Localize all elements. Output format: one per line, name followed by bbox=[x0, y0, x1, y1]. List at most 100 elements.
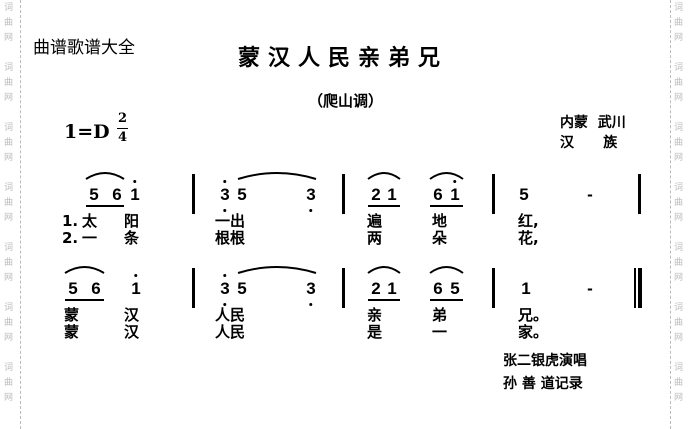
bar-line bbox=[492, 174, 495, 214]
note: 5 bbox=[237, 279, 247, 298]
site-label: 曲谱歌谱大全 bbox=[33, 38, 135, 58]
slur bbox=[237, 172, 317, 180]
watermark-char: 曲 bbox=[4, 18, 14, 28]
final-bar-line bbox=[638, 268, 642, 308]
lyric: 遍 bbox=[367, 212, 383, 230]
watermark-char: 曲 bbox=[4, 198, 14, 208]
lyric: 红, bbox=[518, 212, 539, 230]
lyric: 兄。 bbox=[518, 306, 549, 324]
lyric: 一出 bbox=[215, 212, 246, 230]
origin-ethnicity: 汉 族 bbox=[560, 135, 618, 151]
bar-line bbox=[638, 174, 641, 214]
watermark-char: 曲 bbox=[674, 318, 684, 328]
watermark-char: 词 bbox=[4, 63, 14, 73]
note: 1 bbox=[387, 185, 397, 204]
lyric: 亲 bbox=[367, 306, 383, 324]
song-title: 蒙汉人民亲弟兄 bbox=[238, 45, 449, 71]
note: 1 bbox=[450, 180, 460, 204]
watermark-char: 网 bbox=[4, 333, 14, 343]
lyric: 蒙 bbox=[64, 323, 80, 341]
eighth-beam bbox=[430, 299, 463, 301]
lyric: 一 bbox=[432, 323, 448, 341]
note: 1 bbox=[130, 180, 140, 204]
watermark-char: 曲 bbox=[674, 78, 684, 88]
lyric: 汉 bbox=[124, 323, 140, 341]
note: 3 bbox=[220, 274, 230, 306]
slur bbox=[367, 172, 401, 180]
song-subtitle: （爬山调） bbox=[308, 92, 384, 110]
watermark-char: 曲 bbox=[4, 138, 14, 148]
lyric: 地 bbox=[432, 212, 448, 230]
slur bbox=[367, 266, 401, 274]
lyric: 家。 bbox=[518, 323, 549, 341]
left-margin-line bbox=[20, 0, 21, 429]
watermark-char: 网 bbox=[4, 213, 14, 223]
note: 5 bbox=[450, 279, 460, 298]
slur bbox=[64, 266, 105, 274]
lyric: 蒙 bbox=[64, 306, 80, 324]
watermark-char: 词 bbox=[4, 363, 14, 373]
eighth-beam bbox=[430, 205, 463, 207]
lyric: 1. bbox=[62, 212, 79, 230]
lyric: 是 bbox=[367, 323, 383, 341]
watermark-char: 曲 bbox=[4, 318, 14, 328]
lyric: 人民 bbox=[215, 323, 246, 341]
bar-line bbox=[342, 174, 345, 214]
watermark-char: 网 bbox=[4, 93, 14, 103]
watermark-char: 曲 bbox=[4, 258, 14, 268]
lyric: 阳 bbox=[124, 212, 140, 230]
lyric: 条 bbox=[124, 229, 140, 247]
watermark-char: 曲 bbox=[674, 198, 684, 208]
watermark-char: 词 bbox=[674, 63, 684, 73]
watermark-char: 网 bbox=[4, 273, 14, 283]
lyric: 朵 bbox=[432, 229, 448, 247]
lyric: 两 bbox=[367, 229, 383, 247]
watermark-char: 网 bbox=[674, 153, 684, 163]
slur bbox=[429, 172, 464, 180]
note: 6 bbox=[433, 185, 443, 204]
watermark-char: 词 bbox=[4, 3, 14, 13]
eighth-beam bbox=[368, 299, 400, 301]
note: 2 bbox=[371, 279, 381, 298]
lyric: 2. bbox=[62, 229, 79, 247]
watermark-char: 网 bbox=[4, 153, 14, 163]
watermark-char: 网 bbox=[674, 93, 684, 103]
note: 1 bbox=[387, 279, 397, 298]
singer-credit: 张二银虎演唱 bbox=[503, 353, 587, 369]
watermark-char: 网 bbox=[674, 213, 684, 223]
watermark-char: 曲 bbox=[4, 78, 14, 88]
lyric: 弟 bbox=[432, 306, 448, 324]
note: 2 bbox=[371, 185, 381, 204]
watermark-char: 词 bbox=[674, 363, 684, 373]
eighth-beam bbox=[86, 205, 124, 207]
final-bar-line bbox=[634, 268, 636, 308]
dash: - bbox=[587, 185, 593, 204]
dash: - bbox=[587, 279, 593, 298]
bar-line bbox=[342, 268, 345, 308]
watermark-char: 词 bbox=[4, 243, 14, 253]
watermark-char: 词 bbox=[674, 303, 684, 313]
watermark-char: 网 bbox=[674, 33, 684, 43]
time-sig-top: 2 bbox=[118, 111, 128, 126]
note: 5 bbox=[237, 185, 247, 204]
note: 5 bbox=[519, 185, 529, 204]
watermark-char: 网 bbox=[4, 393, 14, 403]
watermark-char: 曲 bbox=[4, 378, 14, 388]
watermark-char: 网 bbox=[4, 33, 14, 43]
note: 1 bbox=[521, 279, 531, 298]
watermark-char: 网 bbox=[674, 333, 684, 343]
key-signature: 1=D bbox=[64, 121, 110, 143]
slur bbox=[429, 266, 464, 274]
watermark-char: 曲 bbox=[674, 18, 684, 28]
origin-region: 内蒙 武川 bbox=[560, 115, 626, 131]
watermark-char: 曲 bbox=[674, 378, 684, 388]
watermark-char: 曲 bbox=[674, 258, 684, 268]
watermark-char: 曲 bbox=[674, 138, 684, 148]
time-sig-bottom: 4 bbox=[118, 130, 128, 145]
slur bbox=[85, 172, 125, 180]
note: 6 bbox=[112, 185, 122, 204]
right-margin-line bbox=[670, 0, 671, 429]
watermark-char: 网 bbox=[674, 393, 684, 403]
note: 3 bbox=[220, 180, 230, 212]
